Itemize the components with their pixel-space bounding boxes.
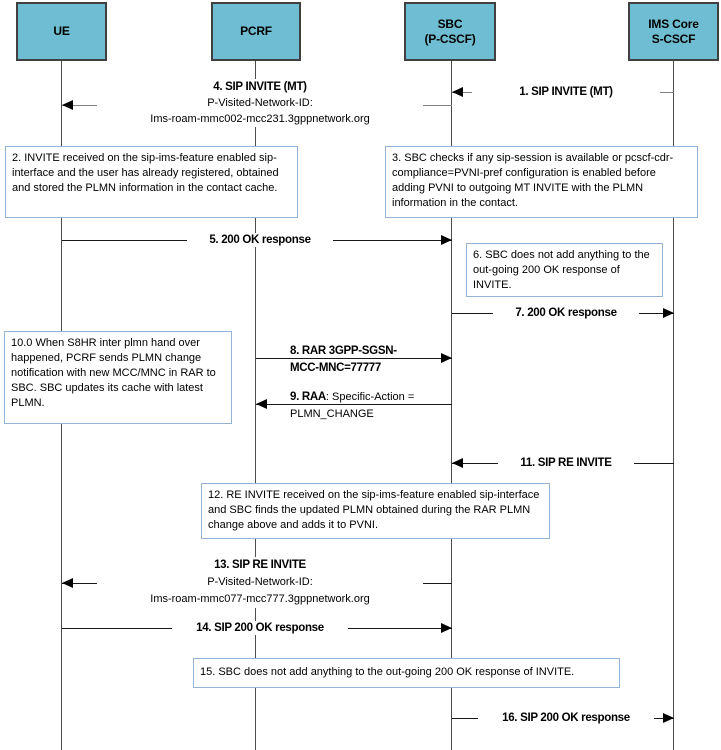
message-9-label-rest: : Specific-Action =: [325, 391, 415, 403]
note-12: 12. RE INVITE received on the sip-ims-fe…: [201, 483, 550, 539]
message-8-label-line1: 8. RAR 3GPP-SGSN-: [290, 345, 397, 357]
note-10-text: 10.0 When S8HR inter plmn hand over happ…: [11, 337, 216, 409]
actor-label-sbc: SBC: [437, 16, 463, 31]
actor-label-ue: UE: [53, 24, 70, 38]
message-4-label: 4. SIP INVITE (MT) P-Visited-Network-ID:…: [97, 79, 423, 127]
actor-label-ims-line2: S-CSCF: [651, 31, 696, 46]
actor-box-sbc: SBC (P-CSCF): [404, 2, 496, 61]
message-5-label: 5. 200 OK response: [187, 233, 333, 247]
message-9-arrowhead-icon: [256, 399, 267, 409]
message-1-arrowhead-icon: [452, 87, 463, 97]
message-7-label: 7. 200 OK response: [493, 306, 639, 320]
actor-box-pcrf: PCRF: [211, 2, 301, 61]
message-16-label: 16. SIP 200 OK response: [478, 711, 654, 725]
message-9-line: [256, 404, 452, 405]
note-2-text: 2. INVITE received on the sip-ims-featur…: [12, 152, 279, 194]
message-5-arrowhead-icon: [441, 235, 452, 245]
message-9-label-line1: 9. RAA: Specific-Action =: [290, 389, 460, 406]
message-9-label-bold: 9. RAA: [290, 391, 326, 403]
note-2: 2. INVITE received on the sip-ims-featur…: [5, 146, 298, 218]
message-4-label-line3: Ims-roam-mmc002-mcc231.3gppnetwork.org: [150, 113, 370, 125]
actor-label-pcrf: PCRF: [240, 24, 272, 38]
note-15-text: 15. SBC does not add anything to the out…: [200, 666, 575, 678]
note-15: 15. SBC does not add anything to the out…: [193, 658, 620, 688]
message-14-label: 14. SIP 200 OK response: [172, 621, 348, 635]
message-4-label-line1: 4. SIP INVITE (MT): [213, 81, 307, 93]
message-13-label-line2: P-Visited-Network-ID:: [207, 576, 313, 588]
note-6-text: 6. SBC does not add anything to the out-…: [473, 249, 650, 291]
note-10: 10.0 When S8HR inter plmn hand over happ…: [4, 331, 232, 424]
message-13-label-line3: Ims-roam-mmc077-mcc777.3gppnetwork.org: [150, 593, 370, 605]
message-16-arrowhead-icon: [663, 713, 674, 723]
actor-label-ims: IMS Core: [648, 16, 699, 31]
message-4-label-line2: P-Visited-Network-ID:: [207, 97, 313, 109]
message-9-label: 9. RAA: Specific-Action = PLMN_CHANGE: [290, 389, 460, 423]
note-12-text: 12. RE INVITE received on the sip-ims-fe…: [208, 489, 540, 531]
actor-box-ims: IMS Core S-CSCF: [628, 2, 719, 61]
lifeline-ims: [673, 61, 674, 750]
lifeline-pcrf: [255, 61, 256, 750]
message-13-label-line1: 13. SIP RE INVITE: [214, 559, 306, 571]
message-4-arrowhead-icon: [62, 100, 73, 110]
message-14-arrowhead-icon: [441, 623, 452, 633]
actor-box-ue: UE: [16, 2, 107, 61]
message-13-arrowhead-icon: [62, 578, 73, 588]
message-11-label: 11. SIP RE INVITE: [498, 456, 634, 470]
actor-label-sbc-line2: (P-CSCF): [424, 31, 476, 46]
note-3: 3. SBC checks if any sip-session is avai…: [385, 146, 698, 218]
note-6: 6. SBC does not add anything to the out-…: [466, 243, 663, 297]
note-3-text: 3. SBC checks if any sip-session is avai…: [392, 152, 674, 209]
message-8-line: [256, 358, 452, 359]
message-9-label-line2: PLMN_CHANGE: [290, 408, 374, 420]
message-11-arrowhead-icon: [452, 458, 463, 468]
message-8-arrowhead-icon: [441, 353, 452, 363]
message-13-label: 13. SIP RE INVITE P-Visited-Network-ID: …: [97, 557, 423, 608]
message-7-arrowhead-icon: [663, 308, 674, 318]
message-8-label: 8. RAR 3GPP-SGSN- MCC-MNC=77777: [290, 343, 440, 377]
lifeline-sbc: [451, 61, 452, 750]
message-1-label: 1. SIP INVITE (MT): [472, 85, 660, 99]
message-8-label-line2: MCC-MNC=77777: [290, 362, 382, 374]
